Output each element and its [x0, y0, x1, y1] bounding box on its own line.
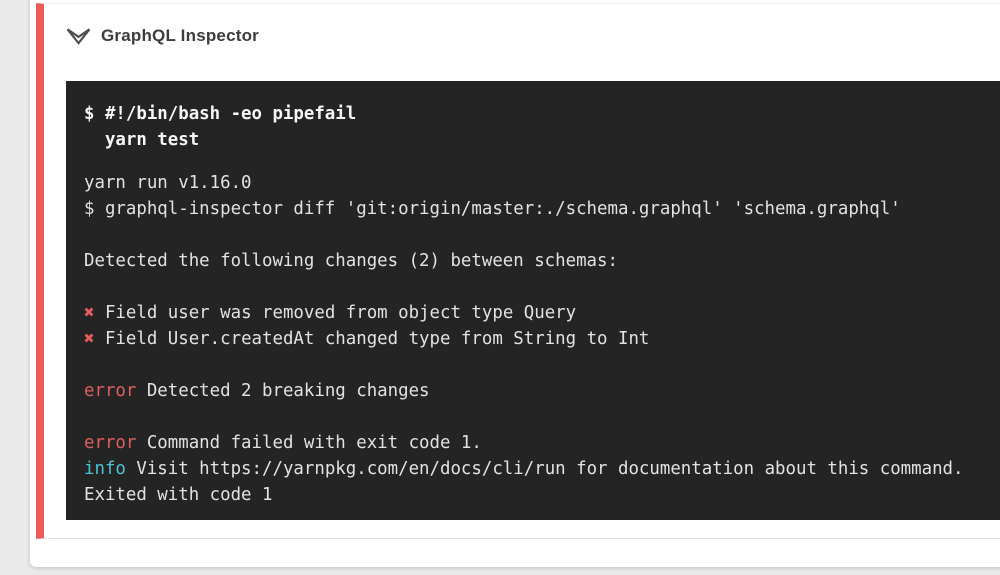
x-mark-icon: ✖ — [84, 303, 95, 323]
log-text: $ graphql-inspector diff 'git:origin/mas… — [84, 199, 901, 219]
terminal-line: Exited with code 1 — [84, 482, 1000, 508]
step-header[interactable]: GraphQL Inspector — [44, 4, 1000, 46]
terminal-line: ✖ Field user was removed from object typ… — [84, 300, 1000, 326]
terminal-line: error Detected 2 breaking changes — [84, 378, 1000, 404]
build-step-card: GraphQL Inspector $ #!/bin/bash -eo pipe… — [30, 0, 1000, 567]
terminal-line — [84, 352, 1000, 378]
log-text: Detected 2 breaking changes — [136, 381, 430, 401]
log-text: yarn run v1.16.0 — [84, 173, 252, 193]
terminal-output: yarn run v1.16.0 $ graphql-inspector diff… — [84, 170, 1000, 508]
log-text: Field User.createdAt changed type from S… — [94, 329, 650, 349]
terminal-line: ✖ Field User.createdAt changed type from… — [84, 326, 1000, 352]
log-level-info: info — [84, 459, 126, 479]
log-text: Exited with code 1 — [84, 485, 273, 505]
terminal-line: info Visit https://yarnpkg.com/en/docs/c… — [84, 456, 1000, 482]
x-mark-icon: ✖ — [84, 329, 95, 349]
terminal-line — [84, 222, 1000, 248]
terminal-line — [84, 404, 1000, 430]
terminal-line: Detected the following changes (2) betwe… — [84, 248, 1000, 274]
terminal-command-line: $ #!/bin/bash -eo pipefail — [84, 104, 357, 124]
log-text: Visit https://yarnpkg.com/en/docs/cli/ru… — [125, 459, 964, 479]
log-level-error: error — [84, 433, 137, 453]
failed-step-row: GraphQL Inspector $ #!/bin/bash -eo pipe… — [36, 3, 1000, 539]
log-level-error: error — [84, 381, 137, 401]
chevron-double-down-icon[interactable] — [65, 25, 92, 46]
terminal-output-panel: $ #!/bin/bash -eo pipefail yarn test yar… — [66, 81, 1000, 520]
log-text: Command failed with exit code 1. — [136, 433, 482, 453]
terminal-line — [84, 274, 1000, 300]
terminal-line: error Command failed with exit code 1. — [84, 430, 1000, 456]
terminal-line: yarn run v1.16.0 — [84, 170, 1000, 196]
step-title: GraphQL Inspector — [101, 25, 260, 45]
log-text: Field user was removed from object type … — [94, 303, 577, 323]
log-text: Detected the following changes (2) betwe… — [84, 251, 618, 271]
terminal-command-line: yarn test — [84, 130, 200, 150]
terminal-command: $ #!/bin/bash -eo pipefail yarn test — [84, 101, 1000, 153]
terminal-line: $ graphql-inspector diff 'git:origin/mas… — [84, 196, 1000, 222]
